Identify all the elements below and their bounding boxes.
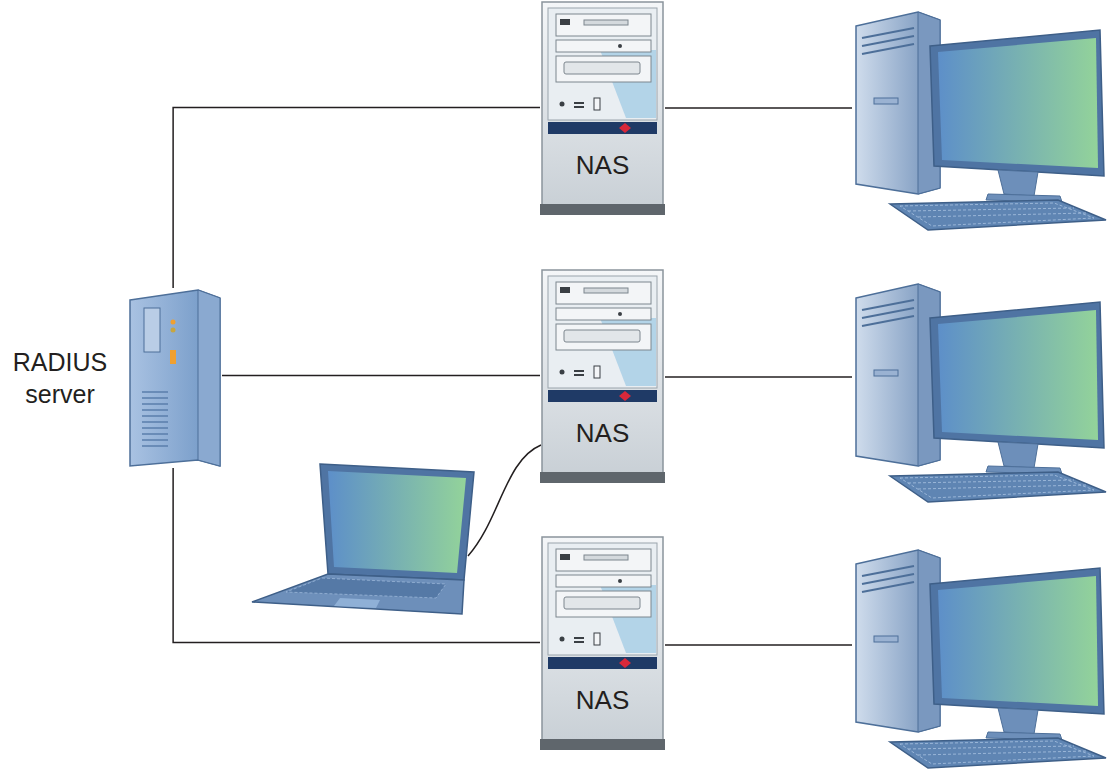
server-node: RADIUS server <box>4 288 222 468</box>
laptop-computer <box>252 464 474 614</box>
server-tower <box>128 288 222 468</box>
desktop-computer <box>856 284 1106 502</box>
desktop-computer <box>856 12 1106 230</box>
network-link <box>173 468 540 643</box>
nas-node: NAS <box>540 0 665 215</box>
nas-label: NAS <box>540 0 665 181</box>
nas-label: NAS <box>540 535 665 716</box>
network-link <box>222 375 540 377</box>
nas-node: NAS <box>540 535 665 750</box>
nas-node: NAS <box>540 268 665 483</box>
server-label: RADIUS server <box>4 346 116 411</box>
nas-label: NAS <box>540 268 665 449</box>
nas-tower <box>540 535 665 750</box>
desktop-computer <box>856 550 1106 768</box>
nas-tower <box>540 0 665 215</box>
nas-tower <box>540 268 665 483</box>
network-link <box>173 108 540 289</box>
